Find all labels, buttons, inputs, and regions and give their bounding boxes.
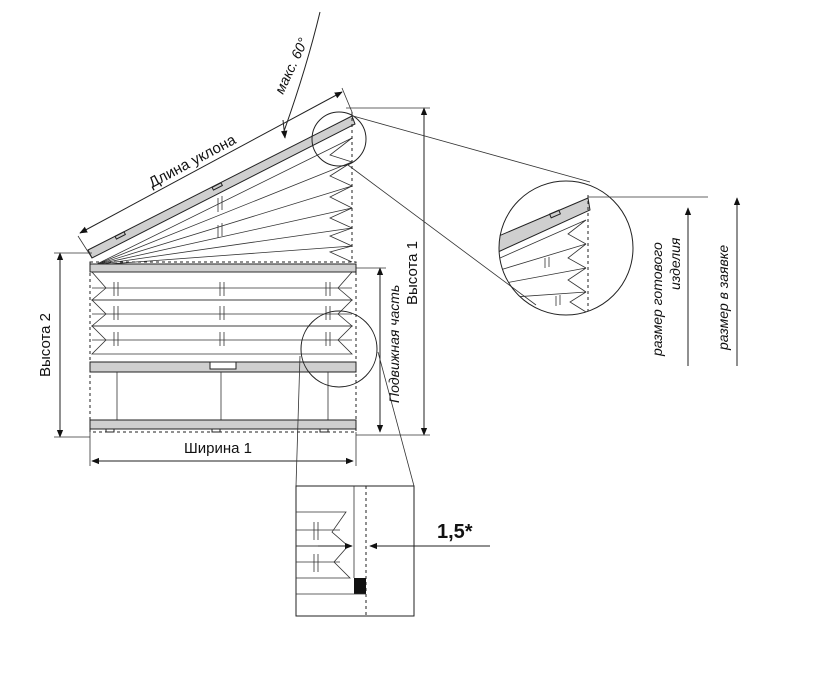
leader-to-zoom-lower-right: [377, 351, 415, 487]
leader-to-zoom-top: [352, 115, 591, 183]
bottom-bracket: [211, 428, 221, 433]
tolerance-label: 1,5*: [437, 521, 473, 543]
cords: [116, 372, 329, 420]
bottom-rail: [89, 419, 357, 430]
upper-rail: [89, 263, 357, 273]
bottom-bracket: [105, 428, 115, 433]
zoom-detail-contents: [499, 195, 591, 315]
detail-circle-top: [311, 111, 367, 167]
zoom-circle-big: [498, 180, 634, 316]
pleat-fan: [94, 137, 353, 266]
finished-size-label-line1: размер готового: [649, 242, 665, 357]
zoom-box-lower-contents: [296, 486, 367, 616]
height-1-label: Высота 1: [404, 241, 421, 305]
movable-part-label: Подвижная часть: [386, 285, 402, 403]
leader-to-zoom-lower-left: [295, 355, 301, 487]
height-2-label: Высота 2: [37, 313, 54, 377]
top-inclined-rail: [87, 115, 356, 259]
rail-bracket: [211, 182, 224, 191]
slope-length-dimension-line: [79, 91, 343, 234]
order-size-label: размер в заявке: [715, 245, 731, 351]
zoom-box-lower: [295, 485, 415, 617]
lower-pleats: [90, 271, 354, 355]
leader-to-zoom-bottom: [347, 164, 537, 306]
handle: [209, 361, 237, 370]
window-frame-outline: [89, 261, 357, 433]
width-1-label: Ширина 1: [184, 440, 252, 457]
finished-size-label-line2: изделия: [667, 237, 683, 290]
detail-circle-middle: [300, 310, 378, 388]
rail-bracket: [114, 231, 127, 240]
bottom-bracket: [319, 428, 329, 433]
